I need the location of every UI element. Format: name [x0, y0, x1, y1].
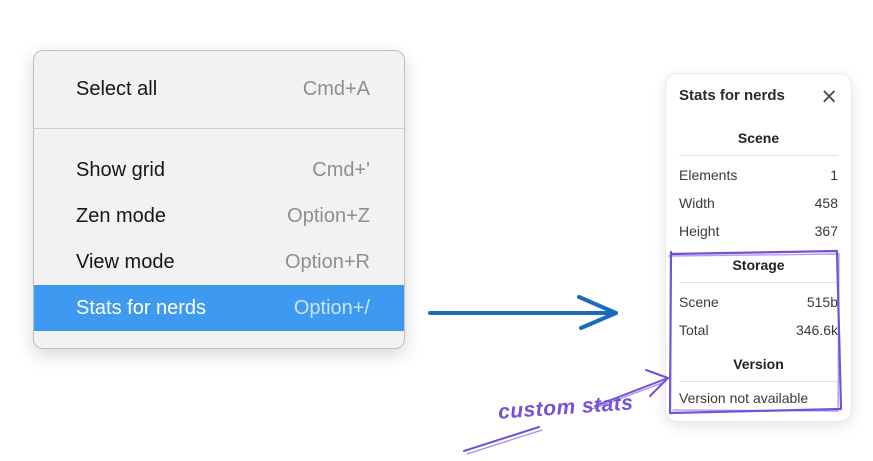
annotation-custom-stats: custom stats — [497, 391, 635, 424]
stat-value: 346.6k — [795, 322, 838, 338]
stats-panel-title: Stats for nerds — [679, 87, 785, 104]
stat-row-total-storage: Total 346.6k — [679, 316, 838, 344]
stat-value: 1 — [830, 167, 838, 183]
menu-item-label: Show grid — [76, 158, 165, 181]
stat-value: 367 — [814, 223, 838, 239]
stat-label: Height — [679, 223, 720, 239]
menu-item-select-all[interactable]: Select all Cmd+A — [34, 66, 404, 112]
stat-row-width: Width 458 — [679, 189, 838, 217]
annotation-arrow-tail — [463, 426, 540, 452]
stat-value: 515b — [806, 294, 838, 310]
menu-item-stats-for-nerds[interactable]: Stats for nerds Option+/ — [34, 285, 404, 331]
stat-label: Scene — [679, 294, 719, 310]
menu-item-zen-mode[interactable]: Zen mode Option+Z — [34, 193, 404, 239]
stat-label: Elements — [679, 167, 738, 183]
menu-item-shortcut: Option+R — [284, 250, 370, 273]
menu-item-label: Select all — [76, 77, 158, 100]
section-header-scene: Scene — [737, 130, 780, 146]
stat-value: 458 — [814, 195, 838, 211]
menu-item-shortcut: Option+/ — [293, 296, 370, 319]
arrow-barb-upper — [577, 295, 618, 315]
menu-item-view-mode[interactable]: View mode Option+R — [34, 239, 404, 285]
annotation-arrow-tail-echo — [466, 429, 543, 455]
section-divider — [679, 155, 838, 156]
menu-item-shortcut: Cmd+' — [312, 158, 370, 181]
stat-label: Total — [679, 322, 709, 338]
menu-item-shortcut: Option+Z — [287, 204, 370, 227]
section-header-version: Version — [733, 356, 784, 372]
close-icon[interactable]: × — [820, 84, 838, 108]
stat-label: Width — [679, 195, 715, 211]
section-header-storage: Storage — [732, 257, 785, 273]
right-arrow-drawing — [428, 295, 618, 330]
menu-item-label: Stats for nerds — [76, 296, 207, 319]
menu-item-label: Zen mode — [76, 204, 167, 227]
context-menu: Select all Cmd+A Show grid Cmd+' Zen mod… — [33, 50, 405, 349]
menu-item-shortcut: Cmd+A — [302, 77, 370, 100]
arrow-barb-lower — [579, 311, 618, 330]
menu-divider — [34, 128, 404, 129]
stats-panel: Stats for nerds × Scene Elements 1 Width… — [665, 73, 852, 422]
stat-row-elements: Elements 1 — [679, 161, 838, 189]
menu-item-label: View mode — [76, 250, 175, 273]
stat-row-scene-storage: Scene 515b — [679, 288, 838, 316]
menu-item-show-grid[interactable]: Show grid Cmd+' — [34, 147, 404, 193]
section-divider — [679, 282, 838, 283]
stat-row-height: Height 367 — [679, 217, 838, 245]
stats-panel-header: Stats for nerds × — [679, 84, 838, 108]
section-divider — [679, 381, 838, 382]
version-note: Version not available — [679, 390, 809, 406]
